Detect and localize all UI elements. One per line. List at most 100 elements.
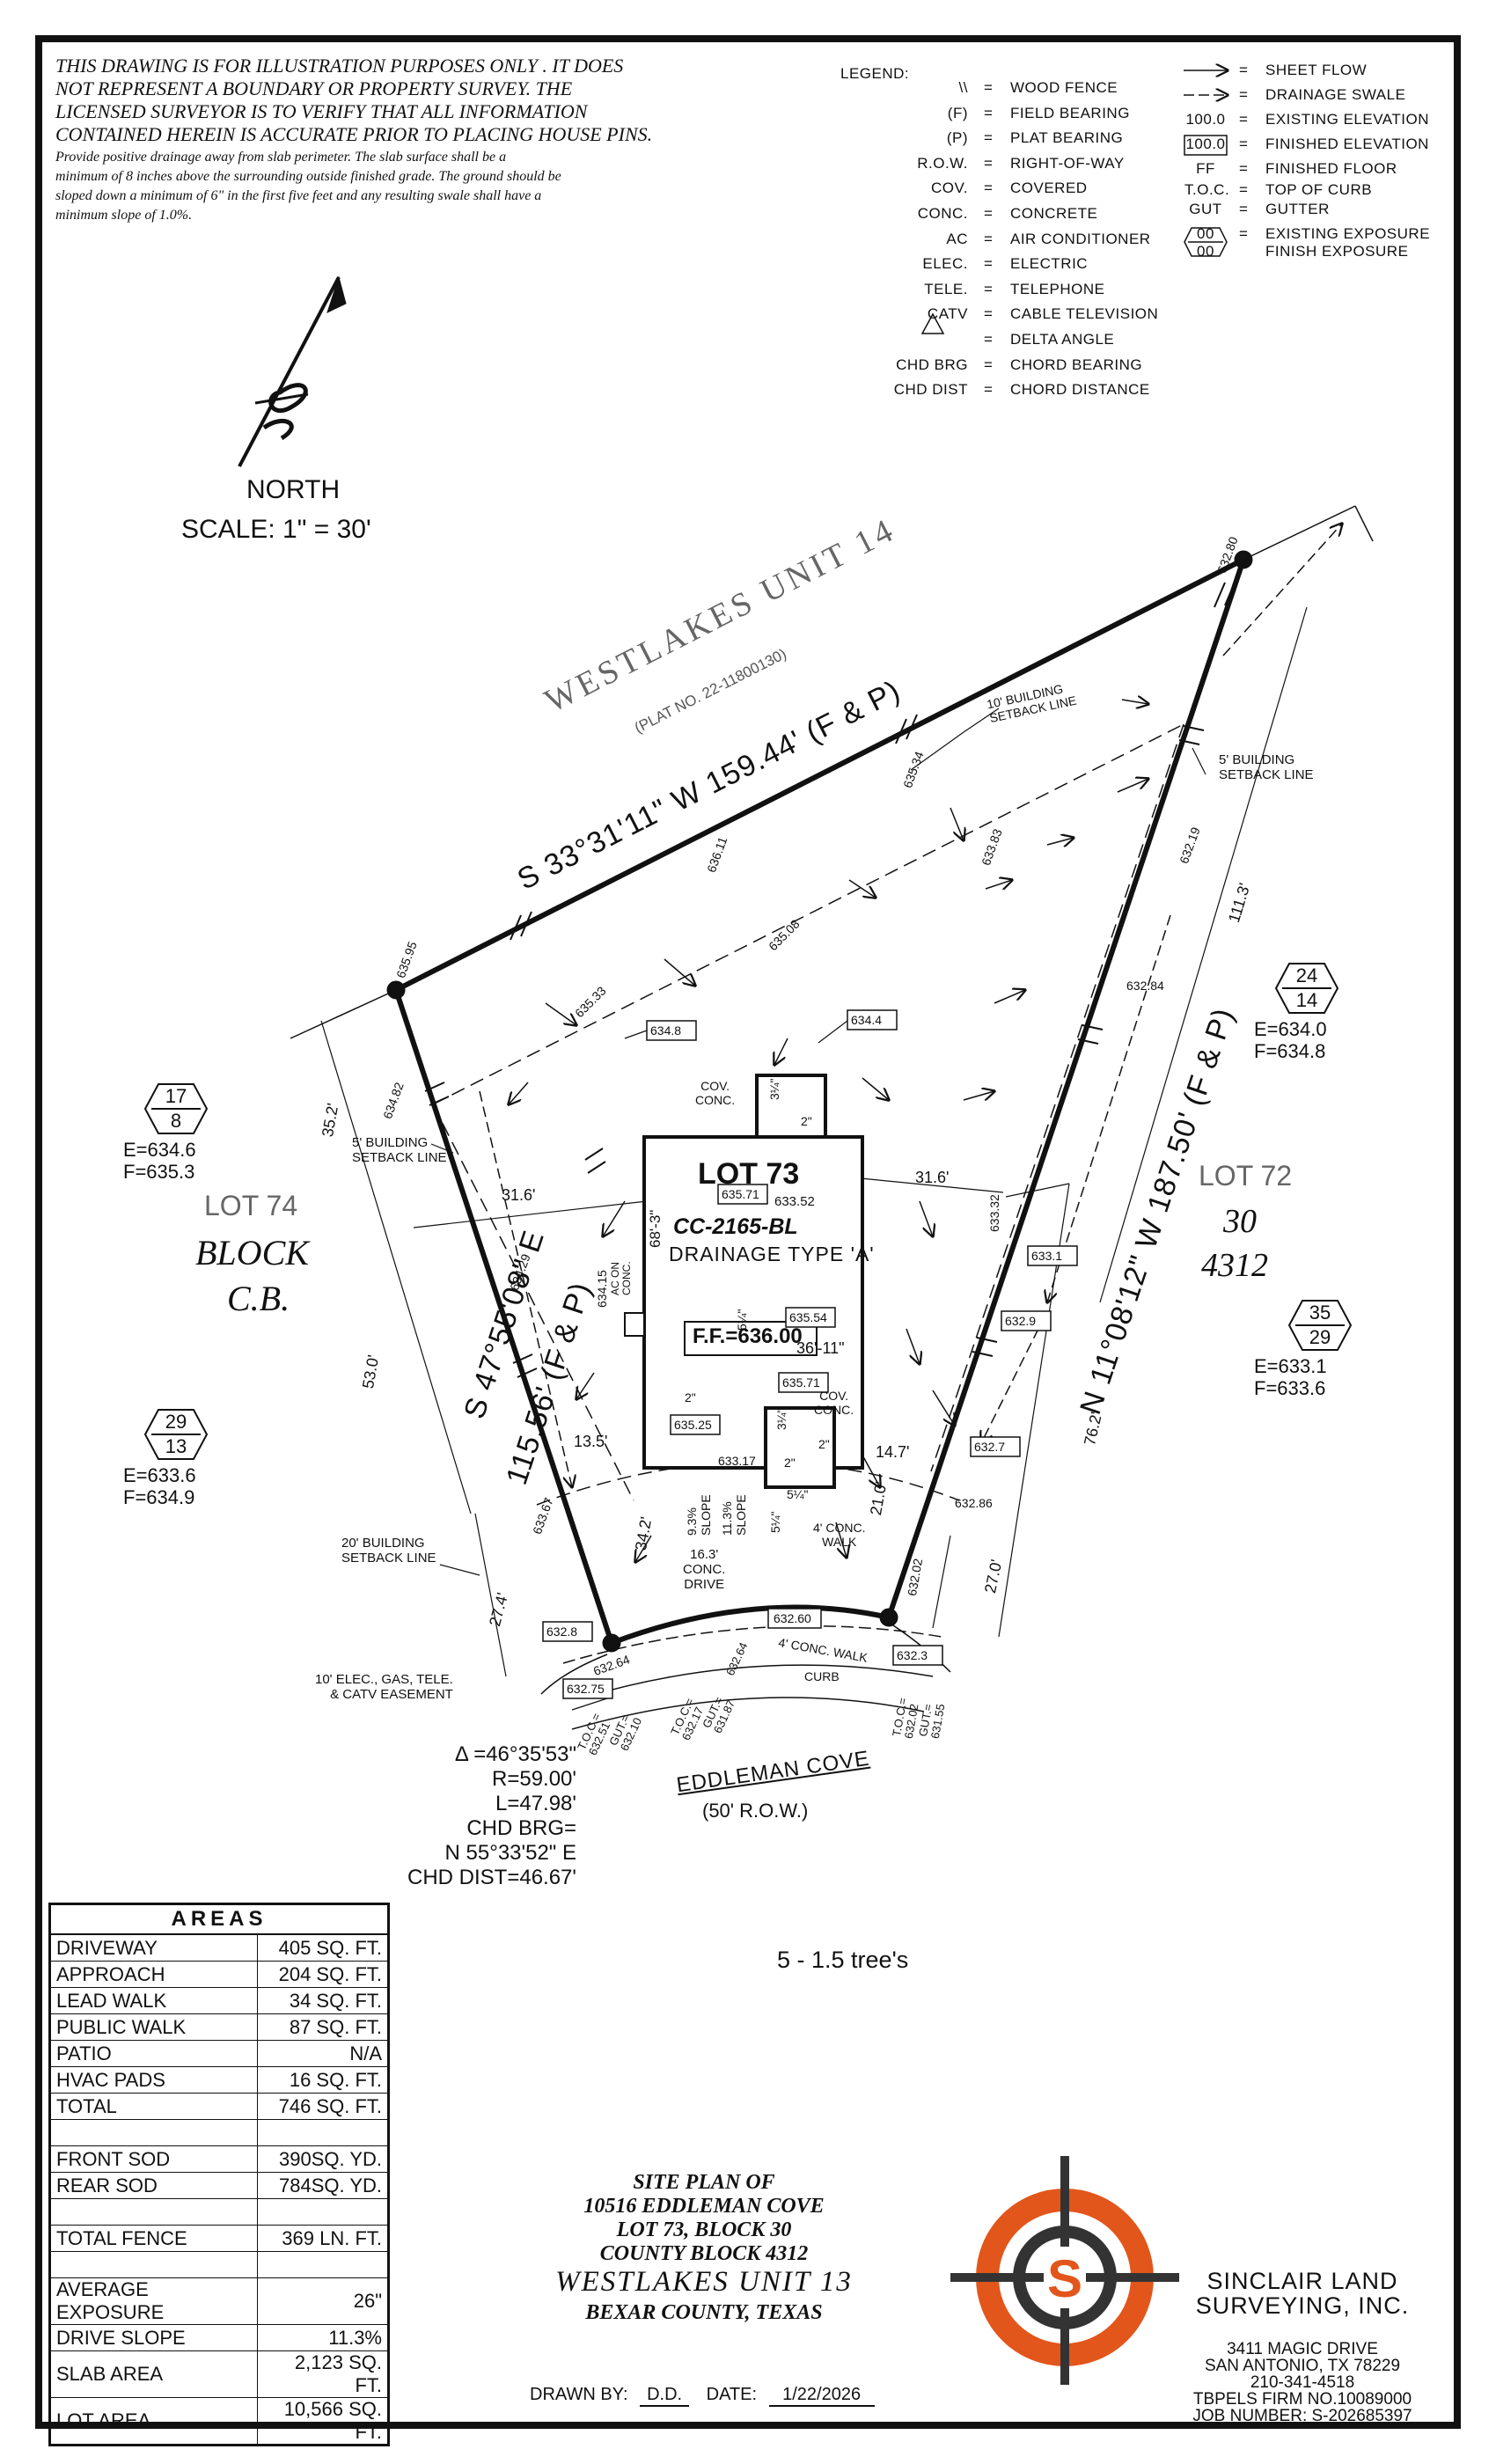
areas-key: DRIVE SLOPE: [49, 2324, 258, 2351]
cov-text: CONC.: [695, 1093, 736, 1107]
hex-tag-lot74: [143, 1083, 209, 1134]
firm-license: TBPELS FIRM NO.10089000: [1192, 2390, 1412, 2409]
areas-key: TOTAL: [49, 2093, 258, 2120]
flow-arrow-icon: [603, 1200, 626, 1236]
house-footprint: [624, 1074, 864, 1489]
legend-text: FIELD BEARING: [1010, 104, 1130, 121]
dim-right-setback: 31.6': [915, 1169, 950, 1186]
block-label: BLOCK: [195, 1233, 309, 1272]
drive-text: CONC.: [683, 1562, 726, 1577]
areas-key: [49, 2119, 258, 2146]
gutter-line: [571, 1697, 925, 1730]
legend-text: DELTA ANGLE: [1010, 331, 1115, 348]
legend-equals: =: [1239, 111, 1249, 128]
cov-text: COV.: [819, 1389, 849, 1403]
elev-box-text: 634.8: [650, 1023, 682, 1038]
finish-exposure: F=633.6: [1254, 1377, 1326, 1399]
existing-exposure: E=633.1: [1254, 1355, 1327, 1377]
legend-symbol: GUT: [1189, 201, 1222, 217]
swale-arrow-icon: [1222, 524, 1342, 656]
areas-value: [257, 2198, 389, 2226]
drainage-line: sloped down a minimum of 6" in the first…: [55, 188, 542, 203]
hex-tag-lot74-front: [143, 1409, 209, 1460]
legend-equals: =: [984, 305, 994, 323]
flow-arrow-icon: [509, 1082, 529, 1104]
flow-arrow-icon: [545, 1002, 576, 1025]
drainage-note: Provide positive drainage away from slab…: [55, 148, 724, 225]
right-setback-line: [930, 723, 1184, 1472]
cov-text: COV.: [700, 1079, 730, 1093]
elev-box-text: 635.25: [674, 1418, 712, 1432]
spot-elevation: 634.15: [595, 1270, 609, 1308]
legend-text: GUTTER: [1265, 201, 1330, 217]
covered-porch-rear: [755, 1074, 827, 1139]
slope-text: 9.3%: [685, 1507, 699, 1536]
legend-text: EXISTING ELEVATION: [1265, 111, 1429, 128]
legend-equals: =: [1239, 201, 1249, 217]
title-address: 10516 EDDLEMAN COVE: [583, 2195, 825, 2218]
areas-key: TOTAL FENCE: [49, 2225, 258, 2252]
slope-label-2: 11.3%SLOPE: [720, 1494, 748, 1536]
elev-box-text: 635.71: [722, 1187, 759, 1201]
date-value: 1/22/2026: [768, 2385, 875, 2407]
legend-text: COVERED: [1010, 180, 1088, 197]
lot-boundary: [386, 550, 1253, 1653]
legend-symbol: 00: [1197, 225, 1214, 242]
logo-letter: S: [1047, 2249, 1082, 2308]
legend-symbol: T.O.C.: [1184, 181, 1230, 198]
legend-equals: =: [984, 356, 994, 373]
flow-arrow-icon: [985, 880, 1012, 889]
areas-key: APPROACH: [49, 1961, 258, 1988]
legend-title: LEGEND:: [840, 65, 910, 82]
legend-text: WOOD FENCE: [1010, 79, 1118, 96]
legend-equals: =: [984, 331, 994, 348]
title-county-block: COUNTY BLOCK 4312: [599, 2242, 809, 2265]
flow-arrow-icon: [994, 990, 1025, 1004]
areas-value: 87 SQ. FT.: [257, 2013, 389, 2041]
lot-74-label: LOT 74: [204, 1190, 298, 1221]
areas-value: 405 SQ. FT.: [257, 1933, 389, 1962]
drainage-line: Provide positive drainage away from slab…: [55, 150, 507, 165]
exposure-hexes: [143, 963, 1353, 1460]
swale-arrow-icon: [981, 1328, 1039, 1443]
drawn-by-label: DRAWN BY:: [530, 2385, 628, 2404]
legend-symbol: CONC.: [917, 205, 968, 222]
areas-key: LOT AREA: [49, 2397, 258, 2446]
dim-inch: 2": [685, 1390, 696, 1404]
curb-label: CURB: [804, 1669, 840, 1683]
dim-left-side: 13.5': [574, 1433, 608, 1450]
existing-exposure: E=634.6: [123, 1139, 196, 1161]
legend-text: TOP OF CURB: [1265, 181, 1373, 198]
areas-key: LEAD WALK: [49, 1987, 258, 2014]
drawn-by-value: D.D.: [640, 2385, 690, 2407]
disclaimer-line: NOT REPRESENT A BOUNDARY OR PROPERTY SUR…: [55, 77, 573, 99]
dim-step: 5¼": [787, 1487, 809, 1501]
areas-key: REAR SOD: [49, 2172, 258, 2199]
finish-exposure: F=634.8: [1254, 1040, 1326, 1062]
setback-text: 5' BUILDING: [1219, 752, 1295, 767]
areas-key: HVAC PADS: [49, 2066, 258, 2094]
flow-arrow-icon: [963, 1091, 994, 1100]
flow-arrow-icon: [862, 1077, 889, 1100]
firm-address-line: SAN ANTONIO, TX 78229: [1204, 2357, 1401, 2375]
legend-equals: =: [984, 205, 994, 222]
front-curve-line: [610, 1604, 890, 1646]
firm-name: SINCLAIR LAND SURVEYING, INC.: [1179, 2269, 1426, 2318]
areas-value: [257, 2119, 389, 2146]
easement-text: & CATV EASEMENT: [330, 1687, 453, 1702]
legend-equals: =: [984, 129, 994, 147]
flow-arrow-icon: [635, 1535, 652, 1562]
legend-text: PLAT BEARING: [1010, 129, 1124, 147]
elev-box-text: 632.3: [897, 1648, 928, 1662]
drainage-swales: [479, 524, 1342, 1487]
